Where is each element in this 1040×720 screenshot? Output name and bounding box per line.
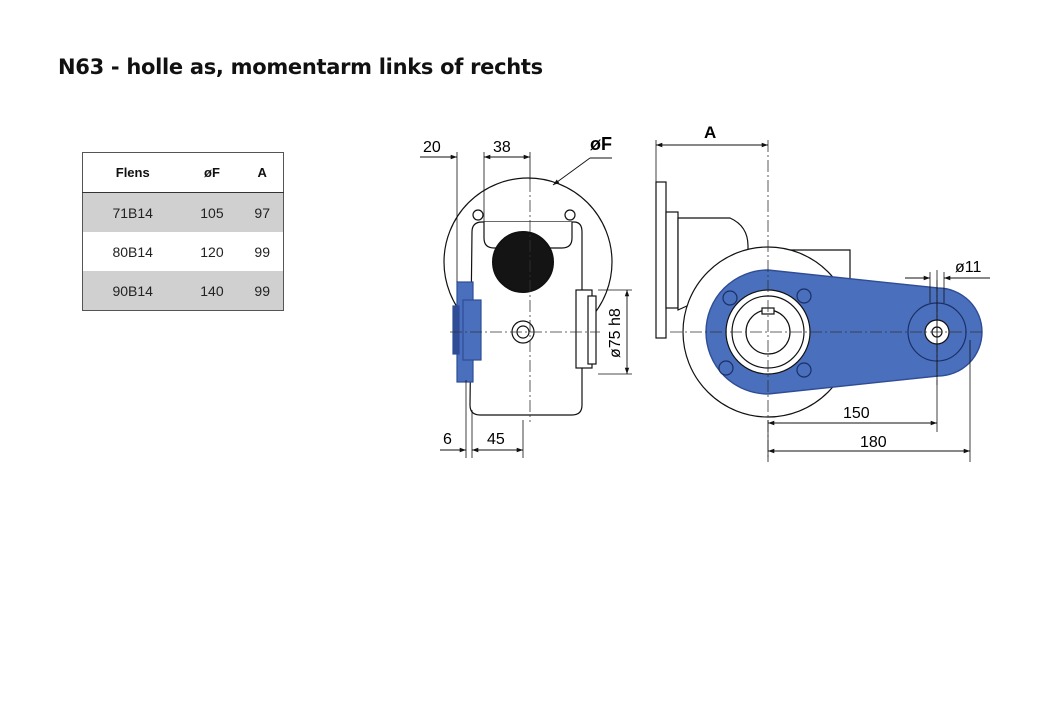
- dim-line-f-leader: [552, 157, 591, 186]
- side-view: [443, 177, 613, 416]
- cell-flens: 90B14: [82, 271, 183, 311]
- page-title: N63 - holle as, momentarm links of recht…: [58, 55, 543, 79]
- front-view-extension-lines: [655, 140, 971, 462]
- table-header-row: Flens øF A: [82, 152, 284, 193]
- cell-diameter-f: 120: [182, 232, 242, 271]
- cell-diameter-f: 140: [182, 271, 242, 311]
- bolt: [796, 288, 812, 304]
- gearbox-technical-drawing: 20 38 øF 6 45 ø75 h8: [420, 123, 990, 462]
- torque-arm-side-inner: [462, 299, 482, 361]
- flange-plate: [655, 181, 667, 339]
- table-row: 71B14 105 97: [82, 192, 284, 232]
- bolt: [722, 290, 738, 306]
- dim-label-150: 150: [843, 405, 870, 422]
- cell-a: 97: [241, 192, 284, 232]
- mounting-hole: [472, 209, 484, 221]
- cell-a: 99: [241, 232, 284, 271]
- flange-spigot: [665, 211, 679, 309]
- cell-flens: 71B14: [82, 192, 183, 232]
- side-view-extension-lines: [456, 152, 632, 458]
- dim-label-diameter-f: øF: [590, 134, 612, 154]
- table-row: 80B14 120 99: [82, 232, 284, 271]
- dim-label-38: 38: [493, 139, 511, 156]
- header-a: A: [241, 152, 284, 193]
- header-diameter-f: øF: [182, 152, 242, 193]
- dim-label-45: 45: [487, 431, 505, 448]
- dim-label-a: A: [704, 123, 716, 142]
- torque-arm-bracket: [452, 305, 460, 355]
- cell-flens: 80B14: [82, 232, 183, 271]
- dim-label-11: ø11: [955, 259, 981, 276]
- flange-spec-table: Flens øF A 71B14 105 97 80B14 120 99 90B…: [82, 152, 284, 311]
- dim-label-75h8: ø75 h8: [607, 308, 624, 358]
- header-flens: Flens: [82, 152, 183, 193]
- bolt: [796, 362, 812, 378]
- input-boss-inner: [587, 295, 597, 365]
- hollow-shaft-bore: [492, 231, 554, 293]
- side-view-centerlines: [450, 180, 600, 422]
- bolt: [718, 360, 734, 376]
- cell-diameter-f: 105: [182, 192, 242, 232]
- dim-label-180: 180: [860, 434, 887, 451]
- mounting-hole: [564, 209, 576, 221]
- table-row: 90B14 140 99: [82, 271, 284, 311]
- cell-a: 99: [241, 271, 284, 311]
- front-view: [655, 181, 983, 418]
- dim-label-20: 20: [423, 139, 441, 156]
- dim-label-6: 6: [443, 431, 452, 448]
